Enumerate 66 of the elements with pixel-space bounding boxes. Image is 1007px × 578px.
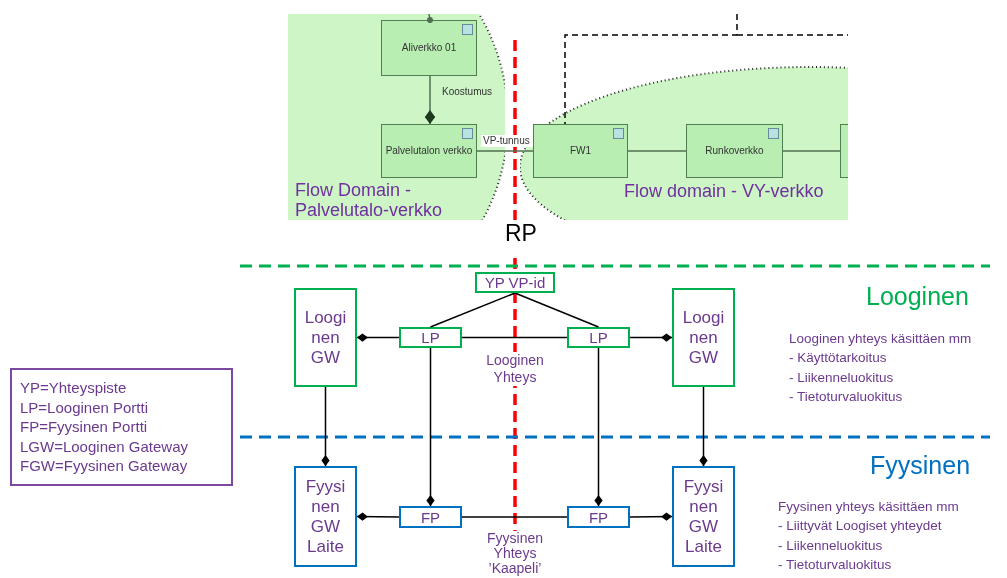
network-element-box: [381, 124, 477, 178]
abbreviation-text: FGW=Fyysinen Gateway: [20, 456, 189, 476]
node-label: Fyysi nen GW Laite: [304, 476, 347, 557]
domain-label: Flow Domain - Palvelutalo-verkko: [295, 180, 444, 220]
box-shape: [840, 124, 848, 178]
node-label: Aliverkko 01: [401, 42, 457, 54]
connector-line: [429, 292, 516, 328]
connector-line: [321, 386, 330, 467]
text-label: - Liittyvät Loogiset yhteydet: [778, 519, 942, 533]
logical-port-box: [567, 327, 630, 348]
logical-port-box: [399, 327, 462, 348]
abbreviation-text: LP=Looginen Portti: [20, 397, 149, 418]
text-label: - Liikenneluokitus: [789, 371, 894, 385]
physical-gateway-box: [672, 466, 735, 567]
node-label: Loogi nen GW: [681, 307, 726, 368]
node-label: FP: [420, 508, 441, 526]
node-label: LP: [589, 329, 608, 346]
physical-gateway-box: [294, 466, 357, 567]
text-label: Looginen: [866, 284, 969, 309]
text-label: Fyysinen yhteys käsittäen mm: [778, 500, 959, 514]
network-element-box: [686, 124, 783, 178]
text-label: - Tietoturvaluokitus: [778, 558, 892, 572]
network-element-box: [533, 124, 628, 178]
connector-line: [424, 75, 436, 125]
text-label: Looginen yhteys käsittäen mm: [789, 332, 972, 346]
connector-line: [627, 150, 687, 152]
abbreviation-box: [10, 368, 233, 486]
node-label: YP VP-id: [484, 274, 546, 291]
connection-point-box: [475, 272, 555, 293]
physical-port-box: [567, 506, 630, 528]
node-label: FW1: [569, 145, 592, 157]
node-label: Palvelutalon verkko: [385, 145, 473, 157]
text-label: Fyysinen: [870, 453, 971, 478]
network-element-box: [381, 20, 477, 76]
abbreviation-text: FP=Fyysinen Portti: [20, 417, 149, 437]
connector-line: [356, 333, 400, 342]
connector-line: [426, 347, 435, 507]
node-label: FP: [588, 508, 609, 526]
connector-line: [699, 386, 708, 467]
connector-line: [594, 347, 603, 507]
connector-line: [461, 516, 568, 518]
connector-line: [782, 150, 841, 152]
connector-line: [514, 292, 600, 328]
connector-line: [476, 150, 534, 152]
text-label: RP: [505, 222, 537, 245]
connector-line: [629, 512, 673, 521]
node-label: Runkoverkko: [705, 145, 764, 157]
connector-line: [564, 13, 849, 125]
physical-port-box: [399, 506, 462, 528]
text-label: - Tietoturvaluokitus: [789, 390, 903, 404]
domain-label: Flow domain - VY-verkko: [624, 180, 824, 202]
node-label: LP: [421, 329, 440, 346]
text-label: - Liikenneluokitus: [778, 539, 883, 553]
node-label: Loogi nen GW: [303, 307, 348, 368]
node-label: Fyysi nen GW Laite: [682, 476, 725, 557]
connector-line: [356, 512, 400, 521]
logical-gateway-box: [294, 288, 357, 387]
abbreviation-text: LGW=Looginen Gateway: [20, 436, 190, 457]
edge-label: Koostumus: [441, 85, 494, 99]
connector-line: [629, 333, 673, 342]
abbreviation-text: YP=Yhteyspiste: [20, 378, 128, 398]
edge-label: VP-tunnus: [481, 135, 533, 147]
connector-line: [461, 336, 568, 339]
text-label: - Käyttötarkoitus: [789, 351, 887, 365]
connector-line: [427, 13, 433, 23]
logical-gateway-box: [672, 288, 735, 387]
